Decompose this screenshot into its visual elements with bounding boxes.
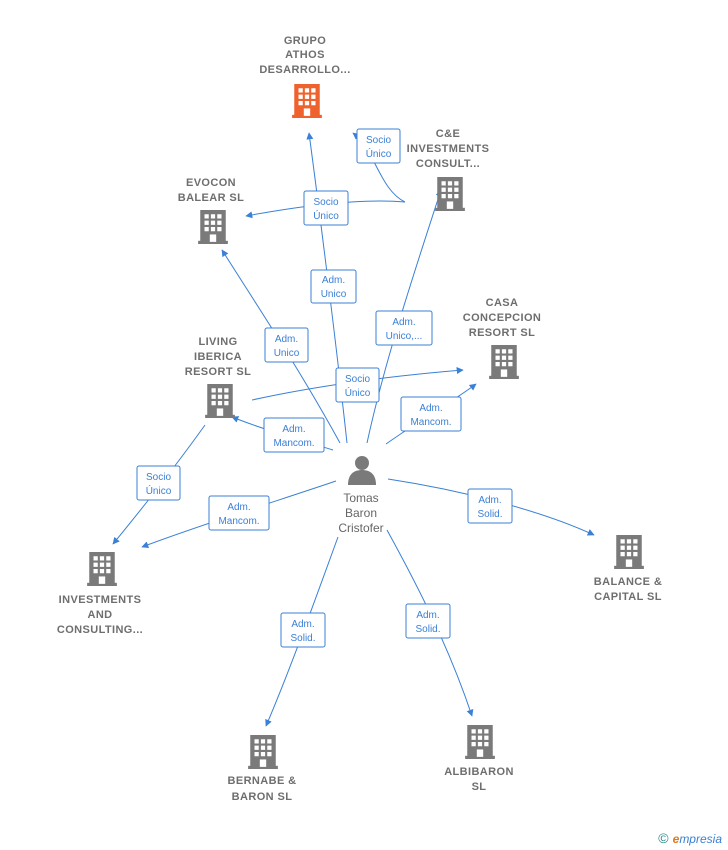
relation-line-2: Único <box>345 386 371 399</box>
edges <box>112 132 595 727</box>
company-name-line: RESORT SL <box>185 366 252 378</box>
company-name-line: CAPITAL SL <box>594 591 662 603</box>
relation-line-2: Mancom. <box>273 438 314 449</box>
relation-line-1: Adm. <box>392 317 415 328</box>
relation-line-1: Socio <box>345 374 370 385</box>
company-name-line: DESARROLLO... <box>259 64 350 76</box>
brand-name: mpresia <box>679 832 722 846</box>
building-icon <box>614 535 644 569</box>
relation-line-1: Adm. <box>322 275 345 286</box>
company-node-living-iberica[interactable]: LIVING IBERICA RESORT SL <box>185 336 252 418</box>
building-icon <box>465 725 495 759</box>
person-name-line: Tomas <box>343 491 378 505</box>
relation-line-2: Unico <box>321 289 347 300</box>
relation-line-2: Unico <box>274 348 300 359</box>
company-name-line: IBERICA <box>194 351 242 363</box>
company-name-line: INVESTMENTS <box>407 143 490 155</box>
brand-initial: e <box>672 832 680 846</box>
relation-line-1: Socio <box>146 472 171 483</box>
company-node-albibaron[interactable]: ALBIBARON SL <box>444 725 514 793</box>
relation-label[interactable]: Adm. Unico <box>310 269 357 304</box>
relation-label[interactable]: Adm. Solid. <box>467 488 513 524</box>
relation-line-1: Adm. <box>227 502 250 513</box>
building-icon <box>205 384 235 418</box>
person-name-line: Baron <box>345 506 377 520</box>
company-name-line: SL <box>472 781 487 793</box>
copyright-symbol: © <box>658 830 669 846</box>
relation-line-2: Mancom. <box>410 417 451 428</box>
company-name-line: CONSULTING... <box>57 624 143 636</box>
relation-label[interactable]: Adm. Mancom. <box>208 495 270 531</box>
building-icon <box>435 177 465 211</box>
building-icon <box>292 84 322 118</box>
relation-label[interactable]: Socio Único <box>303 190 349 226</box>
relation-label[interactable]: Adm. Solid. <box>280 612 326 648</box>
relation-label[interactable]: Socio Único <box>335 367 380 403</box>
relation-line-1: Adm. <box>478 495 501 506</box>
relation-line-1: Socio <box>313 197 338 208</box>
company-node-grupo-athos[interactable]: GRUPO ATHOS DESARROLLO... <box>259 35 350 118</box>
company-name-line: RESORT SL <box>469 327 536 339</box>
building-icon <box>198 210 228 244</box>
relation-label[interactable]: Socio Único <box>136 465 181 501</box>
company-node-balance-capital[interactable]: BALANCE & CAPITAL SL <box>594 535 662 603</box>
relation-line-2: Único <box>146 484 172 497</box>
company-name-line: C&E <box>436 128 460 140</box>
company-name-line: BERNABE & <box>228 775 297 787</box>
relation-label[interactable]: Adm. Mancom. <box>400 396 462 432</box>
company-name-line: CONCEPCION <box>463 312 542 324</box>
company-name-line: BALEAR SL <box>178 192 245 204</box>
company-node-investments-consulting[interactable]: INVESTMENTS AND CONSULTING... <box>57 552 143 636</box>
company-node-ce-investments[interactable]: C&E INVESTMENTS CONSULT... <box>407 128 490 211</box>
relation-label[interactable]: Adm. Solid. <box>405 603 451 639</box>
relation-line-1: Adm. <box>282 424 305 435</box>
relation-line-2: Solid. <box>415 624 440 635</box>
relation-line-2: Único <box>366 147 392 160</box>
company-name-line: EVOCON <box>186 177 236 189</box>
relation-label[interactable]: Adm. Unico <box>264 327 309 363</box>
brand-footer: ©empresia <box>658 830 722 846</box>
company-name-line: GRUPO <box>284 35 326 47</box>
company-name-line: BARON SL <box>232 791 293 803</box>
building-icon <box>489 345 519 379</box>
person-name-line: Cristofer <box>338 521 383 535</box>
company-name-line: BALANCE & <box>594 576 662 588</box>
relation-line-2: Solid. <box>477 509 502 520</box>
relation-line-2: Solid. <box>290 633 315 644</box>
relation-line-1: Adm. <box>291 619 314 630</box>
relation-line-1: Socio <box>366 135 391 146</box>
relation-labels: Adm. Unico Socio Único Socio Único Adm. … <box>136 128 513 648</box>
company-nodes: GRUPO ATHOS DESARROLLO... C&E INVESTMENT… <box>57 35 662 803</box>
relation-line-1: Adm. <box>419 403 442 414</box>
building-icon <box>87 552 117 586</box>
company-name-line: ALBIBARON <box>444 766 514 778</box>
relation-line-1: Adm. <box>275 334 298 345</box>
company-name-line: CASA <box>486 297 519 309</box>
person-icon <box>348 456 376 485</box>
company-name-line: CONSULT... <box>416 158 480 170</box>
company-node-evocon-balear[interactable]: EVOCON BALEAR SL <box>178 177 245 244</box>
company-name-line: INVESTMENTS <box>59 594 142 606</box>
relation-label[interactable]: Socio Único <box>356 128 401 164</box>
relation-label[interactable]: Adm. Unico,... <box>375 310 433 346</box>
company-node-bernabe-baron[interactable]: BERNABE & BARON SL <box>228 735 297 803</box>
relation-label[interactable]: Adm. Mancom. <box>263 417 325 453</box>
company-name-line: ATHOS <box>285 49 325 61</box>
company-name-line: AND <box>87 609 112 621</box>
building-icon <box>248 735 278 769</box>
relation-line-2: Mancom. <box>218 516 259 527</box>
relation-line-2: Unico,... <box>386 331 423 342</box>
relation-line-2: Único <box>313 209 339 222</box>
person-node[interactable]: Tomas Baron Cristofer <box>338 456 384 535</box>
company-name-line: LIVING <box>198 336 237 348</box>
company-node-casa-concepcion[interactable]: CASA CONCEPCION RESORT SL <box>463 297 542 379</box>
relation-line-1: Adm. <box>416 610 439 621</box>
